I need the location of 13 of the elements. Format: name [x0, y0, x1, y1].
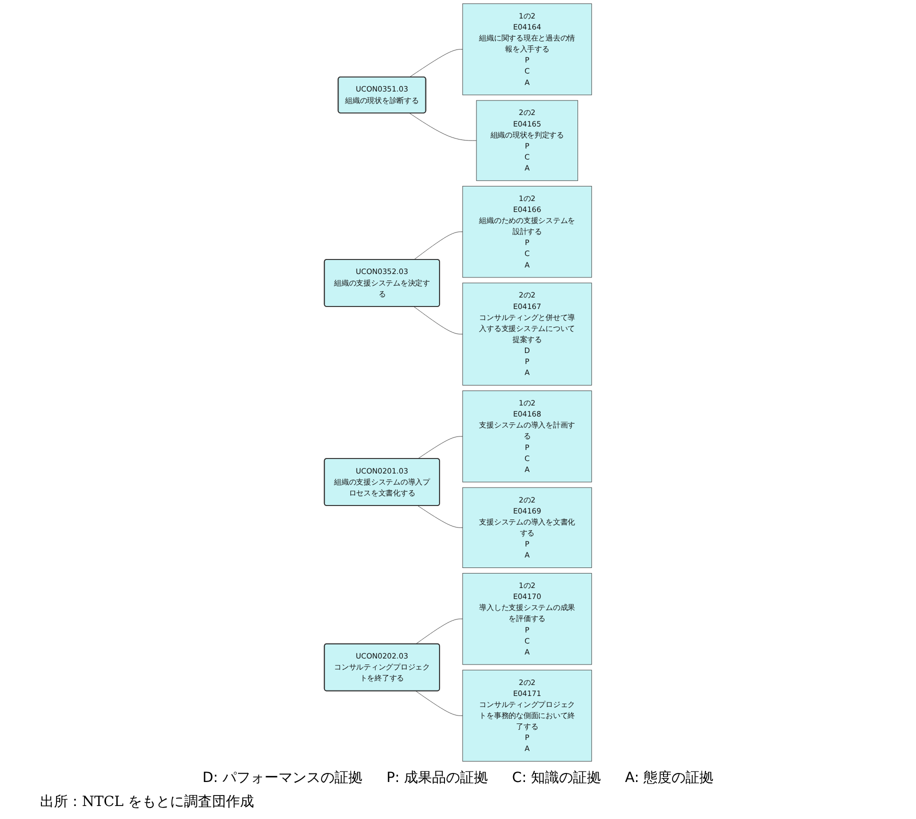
caption: 出所：NTCL をもとに調査団作成 [39, 793, 256, 812]
connector [409, 112, 477, 141]
connector [414, 232, 463, 260]
legend-item: A: 態度の証拠 [625, 769, 714, 787]
connector [418, 436, 463, 459]
legend-item: C: 知識の証拠 [512, 769, 601, 787]
connector [414, 306, 463, 334]
legend-item: D: パフォーマンスの証拠 [202, 769, 362, 787]
connector [409, 49, 463, 78]
connector [416, 618, 463, 644]
connector [416, 690, 463, 716]
connector [418, 506, 463, 528]
legend-item: P: 成果品の証拠 [386, 769, 488, 787]
